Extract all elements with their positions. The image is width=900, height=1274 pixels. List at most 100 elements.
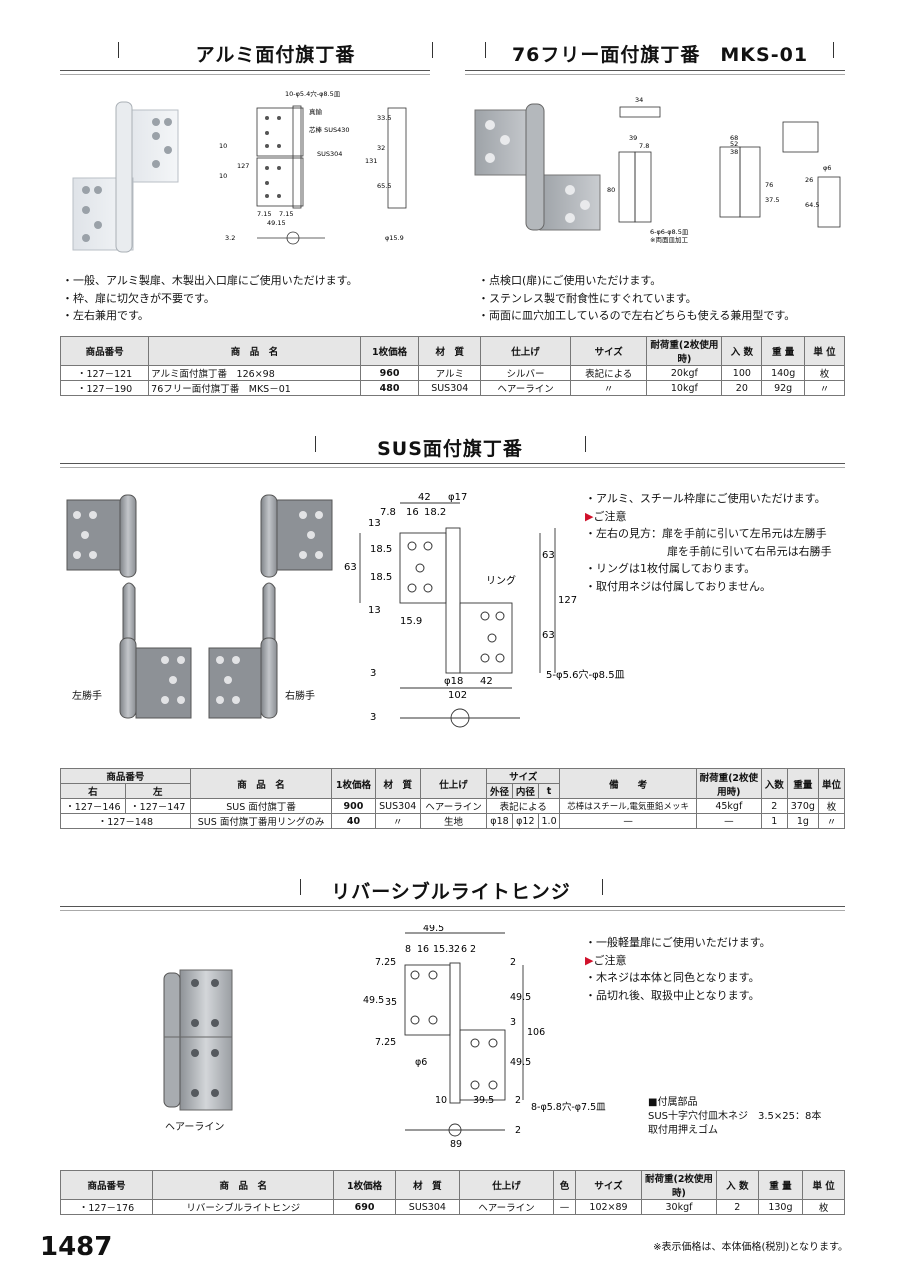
table-row: ・127－146 ・127－147 SUS 面付旗丁番 900 SUS304 ヘ… bbox=[60, 798, 845, 814]
cell: — bbox=[559, 813, 697, 829]
dim-label: 2 bbox=[510, 957, 516, 968]
table-row: ・127－190 76フリー面付旗丁番 MKS－01 480 SUS304 ヘア… bbox=[59, 380, 845, 396]
parts-title: ■付属部品 bbox=[648, 1097, 698, 1108]
dim-label: 16 bbox=[417, 944, 429, 955]
sus-hinge-photos bbox=[66, 494, 333, 719]
dim-label: 39 bbox=[629, 134, 637, 142]
dim-label: 芯棒 SUS430 bbox=[309, 125, 349, 134]
bullet-text: ・取付用ネジは付属しておりません。 bbox=[585, 579, 772, 593]
cell: ・127－190 bbox=[59, 380, 150, 396]
dim-label: リング bbox=[486, 574, 516, 587]
dim-label: 3 bbox=[370, 668, 376, 679]
dim-label: 6 bbox=[461, 944, 467, 955]
dim-label: 7.25 bbox=[375, 1037, 396, 1048]
dim-label: 10 bbox=[435, 1095, 447, 1106]
reversible-hinge-drawing: 49.5 8 16 15.3 2 6 2 7.25 49.5 35 7.25 2… bbox=[363, 925, 606, 1150]
cell: ・127－148 bbox=[60, 813, 191, 829]
cell: 1g bbox=[786, 813, 820, 829]
title-tick-right bbox=[432, 42, 433, 58]
dim-label: 2 bbox=[515, 1125, 521, 1136]
table-row: ・127－176 リバーシブルライトヒンジ 690 SUS304 ヘアーライン … bbox=[59, 1199, 845, 1215]
col-header: 1枚価格 bbox=[359, 336, 420, 366]
accessory-parts: ■付属部品 SUS十字穴付皿木ネジ 3.5×25：8本 取付用押えゴム bbox=[648, 1096, 821, 1138]
cell: ・127－146 bbox=[60, 798, 126, 814]
col-header: サイズ bbox=[569, 336, 648, 366]
dim-label: 7.8 bbox=[380, 507, 396, 518]
notice-line: ▶ご注意 bbox=[585, 953, 627, 967]
dim-label: 49.5 bbox=[363, 995, 384, 1006]
dim-label: φ15.9 bbox=[385, 234, 404, 242]
cell: SUS 面付旗丁番 bbox=[189, 798, 333, 814]
cell: 20kgf bbox=[646, 365, 723, 381]
cell: 690 bbox=[333, 1199, 396, 1215]
dim-label: 10 bbox=[219, 172, 227, 180]
mks-hinge-photo bbox=[474, 103, 601, 231]
dim-label: 89 bbox=[450, 1139, 462, 1150]
dim-label: ※両面皿加工 bbox=[650, 235, 688, 244]
dim-label: 65.5 bbox=[377, 182, 391, 190]
price-footnote: ※表示価格は、本体価格(税別)となります。 bbox=[653, 1242, 848, 1253]
col-header: 右 bbox=[60, 783, 126, 799]
parts-item: 取付用押えゴム bbox=[648, 1125, 718, 1136]
cell: 140g bbox=[761, 365, 805, 381]
cell: 30kgf bbox=[640, 1199, 717, 1215]
cell: SUS304 bbox=[394, 1199, 461, 1215]
bullet-text: ・左右兼用です。 bbox=[62, 309, 149, 322]
dim-label: 63 bbox=[542, 630, 555, 641]
spec-table-1: 商品番号 商 品 名 1枚価格 材 質 仕上げ サイズ 耐荷重(2枚使用時) 入… bbox=[59, 336, 845, 396]
col-header: 商 品 名 bbox=[152, 1170, 335, 1200]
cell: 40 bbox=[331, 813, 376, 829]
dim-label: 10-φ5.4穴-φ8.5皿 bbox=[285, 89, 341, 98]
dim-label: 80 bbox=[607, 186, 615, 194]
cell: ・127－176 bbox=[59, 1199, 154, 1215]
dim-label: 7.15 bbox=[257, 210, 271, 218]
col-header: サイズ bbox=[486, 768, 561, 784]
bullet-text: ・一般軽量扉にご使用いただけます。 bbox=[585, 936, 771, 949]
dim-label: SUS304 bbox=[317, 150, 342, 158]
dim-label: 18.2 bbox=[424, 507, 446, 518]
dim-label: 13 bbox=[368, 605, 381, 616]
reversible-hinge-photo bbox=[163, 969, 233, 1111]
right-hand-caption: 右勝手 bbox=[285, 691, 315, 702]
dim-label: 18.5 bbox=[370, 572, 392, 583]
col-header: 商 品 名 bbox=[189, 768, 333, 799]
dim-label: 3 bbox=[370, 712, 376, 723]
dim-label: 32 bbox=[377, 144, 385, 152]
cell: 130g bbox=[757, 1199, 804, 1215]
section-title-sus: SUS面付旗丁番 bbox=[377, 438, 523, 460]
table-row: ・127－121 アルミ面付旗丁番 126×98 960 アルミ シルバー 表記… bbox=[59, 365, 845, 381]
cell: 〃 bbox=[569, 380, 648, 396]
cell: 92g bbox=[761, 380, 805, 396]
cell: ヘアーライン bbox=[459, 1199, 554, 1215]
section-rule bbox=[60, 463, 845, 468]
col-header: 単 位 bbox=[802, 1170, 845, 1200]
triangle-icon: ▶ bbox=[585, 953, 594, 967]
bullet-text: 扉を手前に引いて右吊元は右勝手 bbox=[667, 544, 832, 558]
dim-label: 106 bbox=[527, 1027, 545, 1038]
col-header: 1枚価格 bbox=[333, 1170, 396, 1200]
table-row: ・127－148 SUS 面付旗丁番用リングのみ 40 〃 生地 φ18 φ12… bbox=[60, 813, 845, 829]
col-header: 仕上げ bbox=[459, 1170, 554, 1200]
bullet-text: ・枠、扉に切欠きが不要です。 bbox=[62, 291, 215, 305]
cell: 100 bbox=[721, 365, 763, 381]
dim-label: 76 bbox=[765, 181, 773, 189]
cell: 1.0 bbox=[537, 813, 561, 829]
dim-label: 16 bbox=[406, 507, 419, 518]
finish-caption: ヘアーライン bbox=[165, 1122, 225, 1133]
dim-label: 7.15 bbox=[279, 210, 293, 218]
cell: シルバー bbox=[480, 365, 571, 381]
dim-label: 63 bbox=[542, 550, 555, 561]
dim-label: 真鍮 bbox=[309, 107, 323, 116]
col-header: 単位 bbox=[818, 768, 845, 799]
section-title-alu: アルミ面付旗丁番 bbox=[195, 44, 356, 66]
cell: ・127－121 bbox=[59, 365, 150, 381]
dim-label: φ18 bbox=[444, 676, 463, 687]
col-header: 重量 bbox=[786, 768, 820, 799]
col-header: 1枚価格 bbox=[331, 768, 376, 799]
col-header: 仕上げ bbox=[419, 768, 488, 799]
dim-label: 7.8 bbox=[639, 142, 649, 150]
title-tick-left bbox=[485, 42, 486, 58]
col-header: 単 位 bbox=[804, 336, 845, 366]
dim-label: 3.2 bbox=[225, 234, 235, 242]
mks-hinge-drawing: 34 39 7.8 68 52 38 80 37.5 76 64.5 26 φ6… bbox=[607, 96, 841, 244]
